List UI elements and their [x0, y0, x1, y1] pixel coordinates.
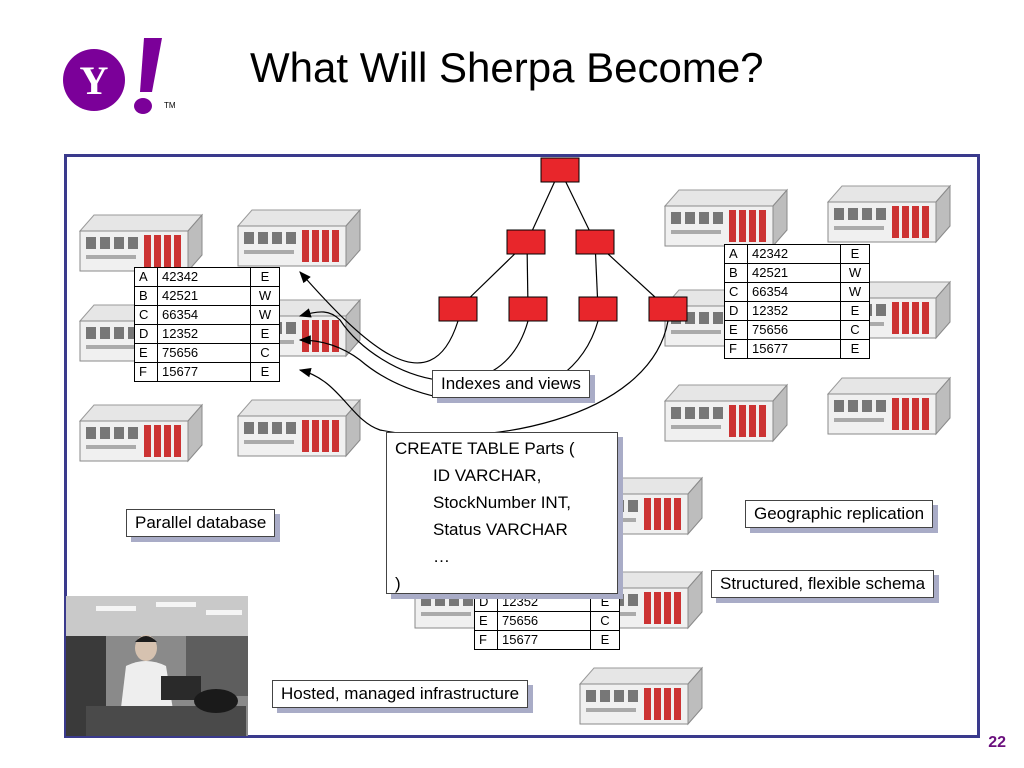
table-cell: F [724, 339, 748, 359]
server-rack-icon [663, 188, 789, 248]
page-number: 22 [988, 734, 1006, 751]
table-cell: E [134, 343, 158, 363]
sql-line: CREATE TABLE Parts ( [395, 439, 575, 458]
table-cell: 75656 [497, 611, 591, 631]
server-rack-icon [663, 383, 789, 443]
table-cell: F [134, 362, 158, 382]
table-cell: 15677 [747, 339, 841, 359]
table-cell: 12352 [497, 592, 591, 612]
sql-line: ) [395, 574, 401, 593]
table-cell: 75656 [157, 343, 251, 363]
svg-text:TM: TM [164, 101, 176, 110]
table-cell: C [134, 305, 158, 325]
table-cell: 66354 [747, 282, 841, 302]
table-cell: 12352 [747, 301, 841, 321]
table-cell: W [840, 263, 870, 283]
table-cell: W [250, 286, 280, 306]
table-cell: 15677 [157, 362, 251, 382]
table-cell: D [134, 324, 158, 344]
table-cell: E [250, 362, 280, 382]
sql-line: Status VARCHAR [433, 520, 568, 539]
sql-line: ID VARCHAR, [433, 466, 542, 485]
table-cell: D [724, 301, 748, 321]
table-cell: 75656 [747, 320, 841, 340]
table-cell: 42342 [747, 244, 841, 264]
table-cell: E [724, 320, 748, 340]
indexes-and-views-label: Indexes and views [432, 370, 590, 398]
table-cell: C [840, 320, 870, 340]
sql-line: … [433, 547, 450, 566]
table-cell: E [840, 339, 870, 359]
server-rack-icon [236, 208, 362, 268]
sql-line: StockNumber INT, [433, 493, 571, 512]
table-cell: 42521 [157, 286, 251, 306]
table-cell: 15677 [497, 630, 591, 650]
table-cell: E [840, 244, 870, 264]
table-cell: C [590, 611, 620, 631]
office-worker-photo [66, 596, 248, 736]
table-cell: E [474, 611, 498, 631]
parallel-database-label: Parallel database [126, 509, 276, 537]
table-cell: 42342 [157, 267, 251, 287]
server-rack-icon [578, 666, 704, 726]
server-rack-icon [826, 376, 952, 436]
table-cell: W [840, 282, 870, 302]
yahoo-logo: Y TM [63, 38, 176, 114]
create-table-code: CREATE TABLE Parts ( ID VARCHAR, StockNu… [386, 432, 618, 594]
table-cell: F [474, 630, 498, 650]
table-cell: C [250, 343, 280, 363]
hosted-infrastructure-label: Hosted, managed infrastructure [272, 680, 529, 708]
table-cell: E [840, 301, 870, 321]
table-cell: C [724, 282, 748, 302]
table-cell: E [250, 324, 280, 344]
server-rack-icon [826, 184, 952, 244]
table-cell: B [134, 286, 158, 306]
table-cell: E [250, 267, 280, 287]
table-cell: A [724, 244, 748, 264]
structured-schema-label: Structured, flexible schema [711, 570, 935, 598]
server-rack-icon [78, 403, 204, 463]
table-cell: 66354 [157, 305, 251, 325]
tree-nodes [438, 157, 688, 322]
tree-edges [457, 169, 669, 310]
table-cell: 12352 [157, 324, 251, 344]
svg-text:Y: Y [80, 58, 109, 103]
server-rack-icon [236, 398, 362, 458]
geographic-replication-label: Geographic replication [745, 500, 934, 528]
table-cell: 42521 [747, 263, 841, 283]
server-rack-icon [78, 213, 204, 273]
slide-title: What Will Sherpa Become? [250, 44, 764, 91]
table-cell: B [724, 263, 748, 283]
table-cell: W [250, 305, 280, 325]
table-cell: A [134, 267, 158, 287]
table-cell: E [590, 630, 620, 650]
